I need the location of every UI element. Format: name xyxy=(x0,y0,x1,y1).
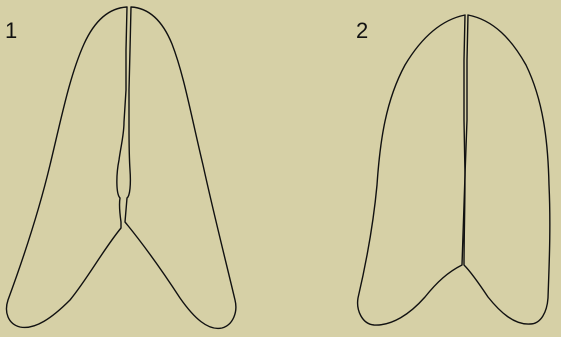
figure-2-left-half xyxy=(358,15,465,325)
figure-2-right-half xyxy=(464,15,550,324)
figure-1-left-half xyxy=(7,7,128,327)
figure-2-outline xyxy=(358,15,550,325)
figure-1-outline xyxy=(7,7,236,328)
figure-1-right-half xyxy=(125,7,236,328)
